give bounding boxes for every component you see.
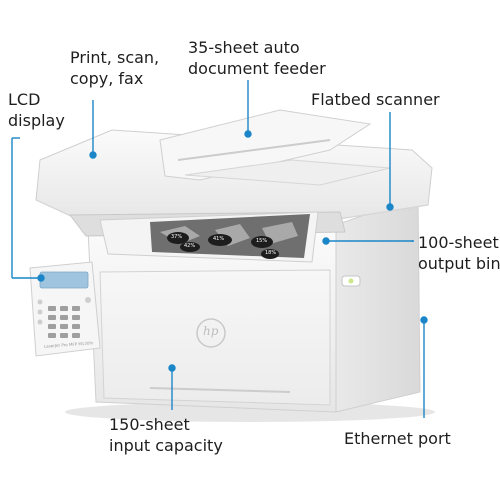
panel-buttons [37,297,91,325]
hp-logo-icon [196,318,226,348]
map-pct-1: 37% [171,234,183,240]
adf-tray [159,109,372,181]
callout-auto-document-feeder: 35-sheet auto document feeder [188,38,326,78]
map-percentage-bubbles [167,232,279,259]
lcd-screen [39,271,89,289]
printer-side-panel [335,195,421,413]
adf-input-slot [177,139,331,161]
hp-logo-text: hp [203,324,219,338]
callout-input-capacity: 150-sheet input capacity [109,415,223,455]
map-pct-2: 41% [213,236,225,242]
tray-handle [149,387,291,393]
callout-output-bin: 100-sheet output bin [418,233,500,273]
map-pct-3: 42% [184,243,196,249]
map-pct-5: 18% [265,250,277,256]
callout-lines [11,80,428,418]
callout-print-scan-copy-fax: Print, scan, copy, fax [70,48,160,88]
keypad [48,306,80,338]
callout-ethernet-port: Ethernet port [344,429,451,448]
callout-lcd-display: LCD display [8,90,65,130]
map-pct-4: 15% [256,238,268,244]
input-tray [99,269,331,406]
callout-flatbed-scanner: Flatbed scanner [311,90,440,109]
